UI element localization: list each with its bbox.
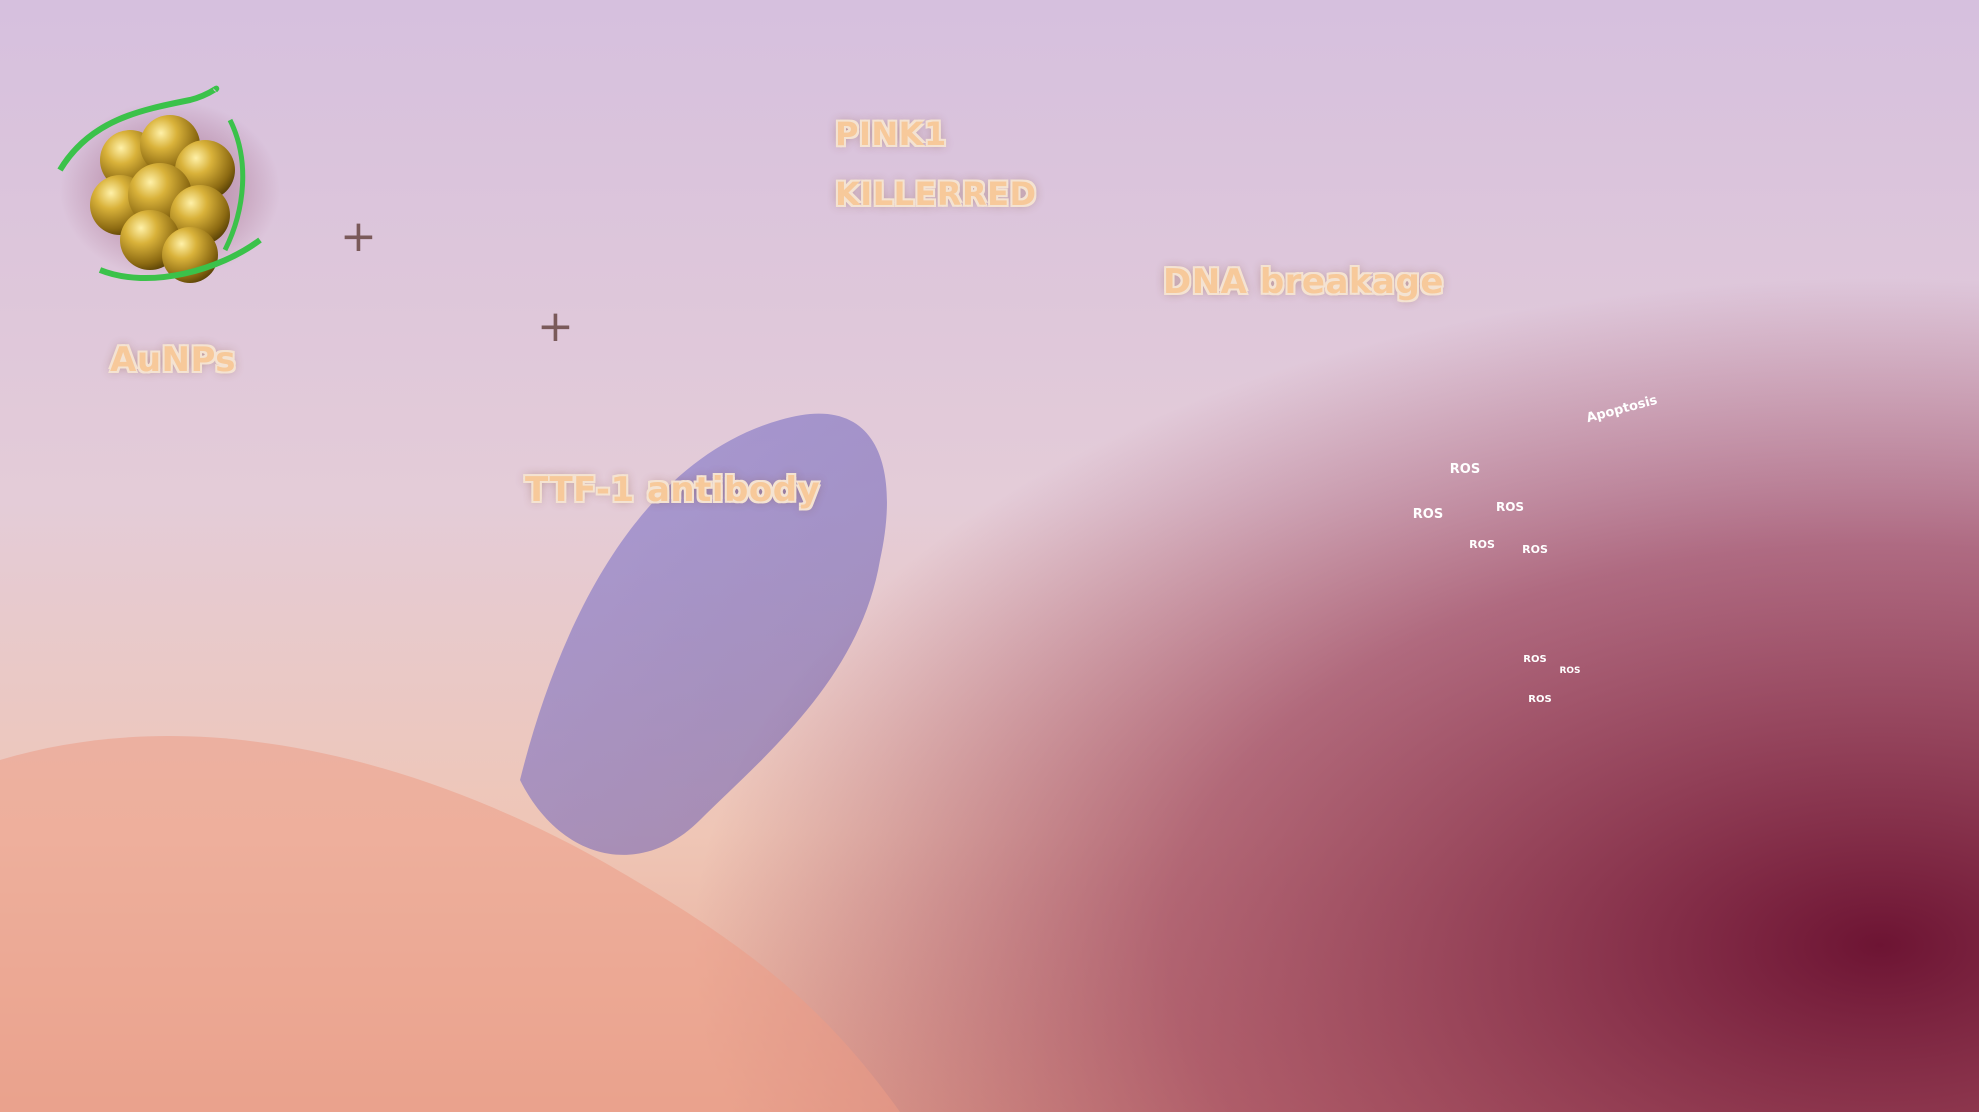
label-ttf1-antibody: TTF-1 antibody (525, 470, 821, 510)
pink-wave (0, 736, 900, 1112)
ros-label-7: ROS (1559, 666, 1581, 676)
plus-sign-2: + (537, 301, 574, 352)
label-aunps: AuNPs (110, 340, 237, 380)
label-pink1: PINK1 (835, 115, 947, 153)
ros-label-6: ROS (1523, 654, 1547, 665)
blue-wave (520, 413, 887, 855)
aunp-cluster-top (57, 85, 280, 283)
ros-label-5: ROS (1522, 543, 1548, 556)
plus-sign-1: + (340, 211, 377, 262)
label-killerred: KILLERRED (835, 175, 1037, 213)
ros-label-8: ROS (1528, 694, 1552, 705)
ros-label-3: ROS (1495, 500, 1525, 514)
label-dna-breakage: DNA breakage (1163, 262, 1444, 302)
ros-label-2: ROS (1412, 507, 1444, 522)
ros-label-1: ROS (1449, 462, 1481, 477)
ros-label-4: ROS (1469, 538, 1495, 551)
